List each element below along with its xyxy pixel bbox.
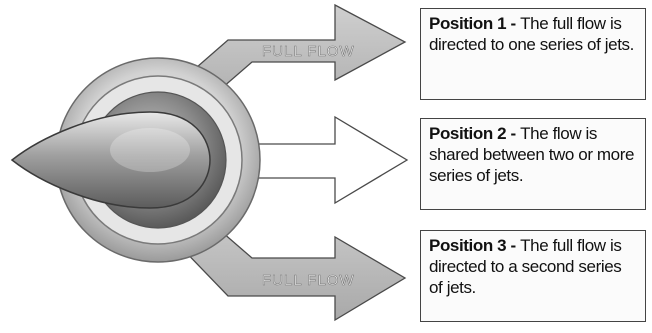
- position-1-box: Position 1 - The full flow is directed t…: [420, 8, 646, 100]
- bottom-arrow-label: FULL FLOW: [262, 272, 355, 289]
- top-arrow-label: FULL FLOW: [262, 43, 355, 60]
- position-2-separator: -: [506, 124, 520, 143]
- position-2-title: Position 2: [429, 124, 506, 143]
- dial-pointer-handle: [12, 112, 210, 208]
- position-1-separator: -: [506, 14, 520, 33]
- position-3-title: Position 3: [429, 236, 506, 255]
- position-2-box: Position 2 - The flow is shared between …: [420, 118, 646, 210]
- position-1-title: Position 1: [429, 14, 506, 33]
- position-3-box: Position 3 - The full flow is directed t…: [420, 230, 646, 322]
- position-3-separator: -: [506, 236, 520, 255]
